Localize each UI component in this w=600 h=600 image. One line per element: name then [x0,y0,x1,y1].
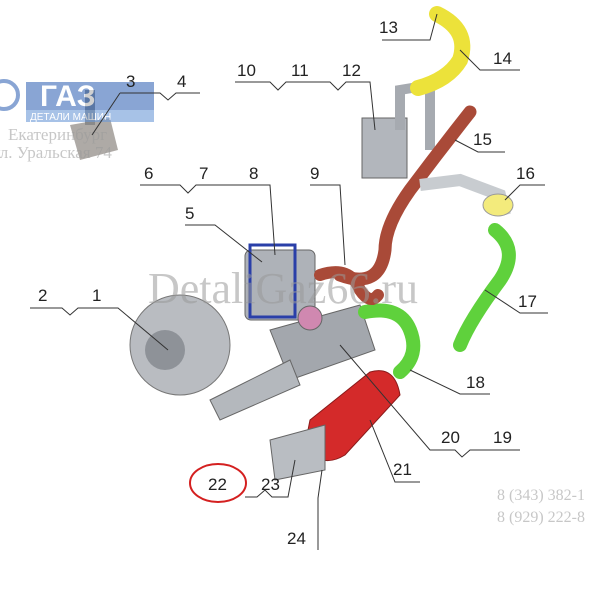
coupling-16 [482,193,514,217]
callout-12: 12 [342,61,361,80]
hose-14 [410,6,471,96]
callout-22: 22 [208,475,227,494]
callout-numbers: 1 2 3 4 5 6 7 8 9 10 11 12 13 14 15 16 1… [38,18,537,548]
spring-part [297,305,323,331]
callout-10: 10 [237,61,256,80]
outlet-pipe-part [209,359,301,421]
callout-20: 20 [441,428,460,447]
watermark-site: DetaliGaz66.ru [148,264,418,313]
callout-11: 11 [291,61,309,80]
callout-17: 17 [518,292,537,311]
hose-18 [358,303,421,379]
pump-housing-part [244,249,316,321]
callout-19: 19 [493,428,512,447]
callout-18: 18 [466,373,485,392]
callout-8: 8 [249,164,258,183]
callout-15: 15 [473,130,492,149]
phone-2: 8 (929) 222-8 [497,509,585,526]
phone-1: 8 (343) 382-1 [497,487,585,504]
callout-5: 5 [185,204,194,223]
callout-1: 1 [92,286,101,305]
callout-6: 6 [144,164,153,183]
leader-lines [30,13,548,550]
hose-17 [453,223,516,352]
pipe-23 [269,424,326,481]
watermark-address: ул. Уральская 74 [0,143,112,162]
hose-9 [314,266,384,305]
svg-text:ДЕТАЛИ МАШИН: ДЕТАЛИ МАШИН [30,112,111,123]
callout-24: 24 [287,529,306,548]
callout-4: 4 [177,72,186,91]
highlight-circle [189,463,247,503]
gasket-part [248,243,297,319]
callout-23: 23 [261,475,280,494]
callout-3: 3 [126,72,135,91]
svg-text:ГАЗ: ГАЗ [40,80,96,113]
hose-15 [333,105,477,286]
callout-9: 9 [310,164,319,183]
watermark-city: Екатеринбург [8,125,107,144]
watermark-logo: ГАЗ ДЕТАЛИ МАШИН [0,79,154,123]
pump-hub-part [145,330,185,370]
water-pump-assembly [129,243,376,421]
callout-21: 21 [393,460,412,479]
callout-2: 2 [38,286,47,305]
callout-7: 7 [199,164,208,183]
callout-14: 14 [493,49,512,68]
callout-16: 16 [516,164,535,183]
callout-13: 13 [379,18,398,37]
